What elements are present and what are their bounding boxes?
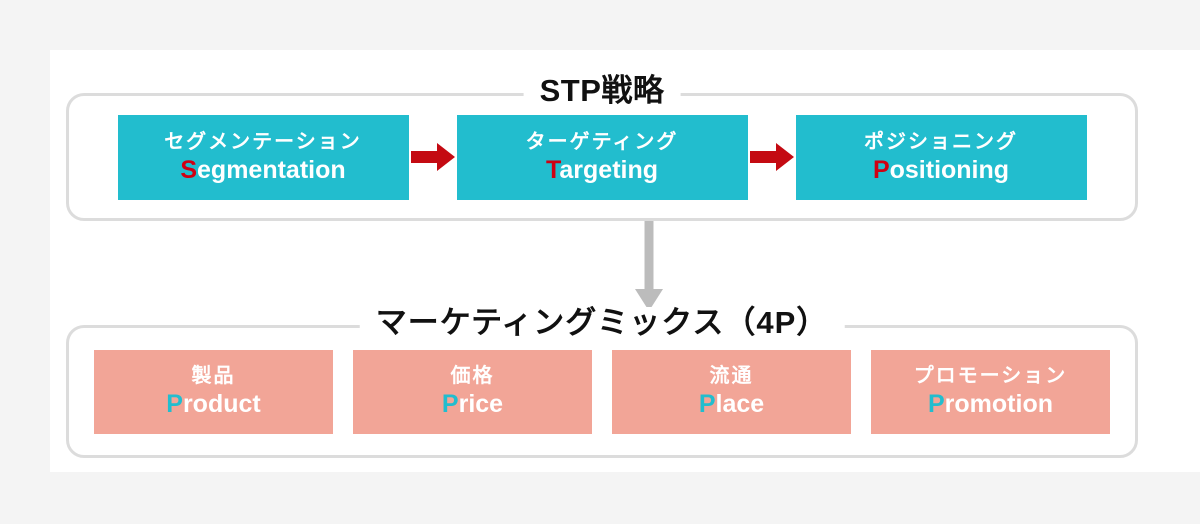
mix-box-promotion-jp: プロモーション (913, 365, 1068, 387)
arrow-right-icon-2 (748, 143, 796, 171)
mix-box-product-initial: P (166, 390, 183, 418)
arrow-down-icon (635, 221, 663, 311)
arrow-head (635, 289, 663, 311)
arrow-right-icon-1 (409, 143, 457, 171)
stp-group-title: STP戦略 (523, 75, 681, 106)
stp-group: STP戦略 セグメンテーション Segmentation ターゲティング Tar… (66, 75, 1138, 221)
mix-box-place-initial: P (698, 390, 716, 418)
mix-box-promotion-initial: P (927, 390, 945, 418)
mix-box-product[interactable]: 製品 Product (94, 349, 333, 434)
mix-box-price-en: Price (442, 389, 503, 419)
stp-box-targeting[interactable]: ターゲティング Targeting (456, 114, 748, 200)
marketing-mix-group-title: マーケティングミックス（4P） (359, 307, 845, 338)
mix-box-place[interactable]: 流通 Place (612, 349, 851, 434)
mix-box-place-jp: 流通 (709, 365, 754, 387)
stp-box-positioning-jp: ポジショニング (864, 130, 1018, 153)
arrow-shaft (644, 221, 654, 289)
mix-box-price[interactable]: 価格 Price (353, 349, 592, 434)
mix-box-place-rest: lace (715, 390, 765, 418)
mix-box-product-rest: roduct (182, 390, 261, 418)
stp-box-targeting-en: Targeting (546, 155, 658, 185)
marketing-mix-row: 製品 Product 価格 Price 流通 Place プロモーション Pro… (69, 328, 1135, 455)
mix-box-promotion-en: Promotion (928, 389, 1053, 419)
mix-box-product-en: Product (166, 389, 260, 419)
marketing-mix-group: マーケティングミックス（4P） 製品 Product 価格 Price 流通 P… (66, 307, 1138, 458)
stp-box-positioning-rest: ositioning (889, 155, 1010, 184)
stp-box-segmentation-jp: セグメンテーション (164, 130, 362, 153)
diagram-card: STP戦略 セグメンテーション Segmentation ターゲティング Tar… (50, 50, 1200, 472)
stp-box-targeting-rest: argeting (559, 155, 659, 184)
stp-box-segmentation-rest: egmentation (197, 155, 346, 184)
mix-box-promotion[interactable]: プロモーション Promotion (871, 349, 1110, 434)
stp-box-positioning[interactable]: ポジショニング Positioning (795, 114, 1087, 200)
arrow-shaft (410, 151, 441, 163)
stp-box-positioning-en: Positioning (873, 155, 1009, 185)
stp-box-positioning-initial: P (872, 155, 890, 184)
mix-box-price-rest: rice (458, 390, 504, 418)
arrow-head (775, 143, 794, 171)
stp-box-targeting-initial: T (545, 155, 560, 184)
mix-box-promotion-rest: romotion (944, 390, 1053, 418)
mix-box-price-jp: 価格 (450, 365, 495, 387)
mix-box-price-initial: P (441, 390, 459, 418)
arrow-shaft (749, 151, 780, 163)
stp-box-targeting-jp: ターゲティング (525, 130, 679, 153)
stp-row: セグメンテーション Segmentation ターゲティング Targeting (69, 96, 1135, 218)
arrow-head (436, 143, 455, 171)
mix-box-place-en: Place (699, 389, 764, 419)
stp-box-segmentation[interactable]: セグメンテーション Segmentation (117, 114, 409, 200)
stp-box-segmentation-en: Segmentation (180, 155, 345, 185)
mix-box-product-jp: 製品 (191, 365, 236, 387)
stp-box-segmentation-initial: S (180, 155, 198, 184)
